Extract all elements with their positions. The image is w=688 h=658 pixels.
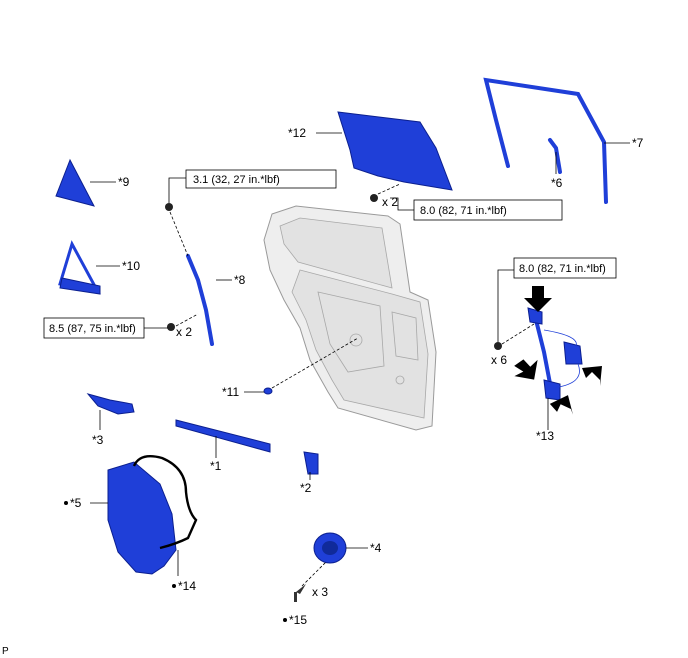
qty-13: x 6: [491, 353, 507, 367]
label-10: *10: [122, 259, 140, 273]
service-hole-cover: [107, 461, 177, 575]
label-4: *4: [370, 541, 382, 555]
corner-mark: P: [2, 646, 9, 657]
bolt-icon-8-top: [165, 203, 173, 211]
small-seal: [548, 138, 562, 174]
weatherstrip-14: [132, 455, 198, 550]
label-13: *13: [536, 429, 554, 443]
label-14: *14: [178, 579, 196, 593]
bolt-icon-8-bottom: [167, 323, 175, 331]
qty-8: x 2: [176, 325, 192, 339]
torque-label-4: 8.0 (82, 71 in.*lbf): [519, 263, 606, 275]
torque-label-3: 8.5 (87, 75 in.*lbf): [49, 323, 136, 335]
label-2: *2: [300, 481, 312, 495]
bolt-icon-12: [370, 194, 378, 202]
label-9: *9: [118, 175, 130, 189]
quarter-glass: [55, 158, 95, 207]
trim-piece-3: [86, 393, 135, 415]
label-12: *12: [288, 126, 306, 140]
dot-icon-15: [283, 618, 287, 622]
door-glass: [337, 111, 453, 191]
torque-label-1: 3.1 (32, 27 in.*lbf): [193, 174, 280, 186]
label-7: *7: [632, 136, 644, 150]
label-5: *5: [70, 496, 82, 510]
label-15: *15: [289, 613, 307, 627]
label-6: *6: [551, 176, 563, 190]
label-3: *3: [92, 433, 104, 447]
torque-label-2: 8.0 (82, 71 in.*lbf): [420, 205, 507, 217]
belt-moulding: [175, 419, 271, 453]
hole-plug: [263, 387, 273, 395]
clip-2: [303, 451, 319, 475]
dot-icon-14: [172, 584, 176, 588]
label-1: *1: [210, 459, 222, 473]
clip-icon-15: [296, 584, 306, 594]
rear-lower-channel: [186, 254, 214, 346]
label-8: *8: [234, 273, 246, 287]
door-panel: [263, 205, 437, 431]
glass-run: [483, 77, 608, 204]
window-regulator: [527, 307, 583, 401]
nut-icon-13: [494, 342, 502, 350]
qty-12: x 2: [382, 195, 398, 209]
dot-icon-5: [64, 501, 68, 505]
qty-15: x 3: [312, 585, 328, 599]
label-11: *11: [222, 385, 239, 399]
arrow-icon: [514, 286, 602, 415]
